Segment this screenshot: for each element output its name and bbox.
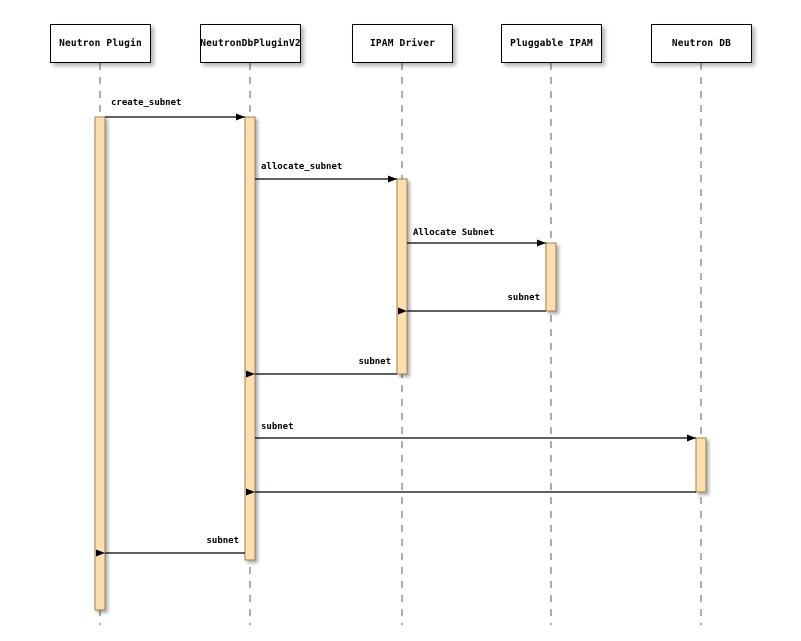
participant-box-ipam-driver[interactable]: IPAM Driver	[352, 24, 453, 63]
activation-bar-pluggable-ipam	[545, 242, 557, 312]
message-label-2: Allocate Subnet	[413, 228, 495, 238]
message-label-5: subnet	[261, 422, 294, 432]
participant-label-neutron-db: Neutron DB	[671, 37, 732, 49]
message-label-0: create_subnet	[111, 98, 182, 108]
activation-bar-neutron-db	[695, 437, 707, 493]
message-label-7: subnet	[206, 536, 239, 546]
participant-label-ipam-driver: IPAM Driver	[369, 37, 436, 49]
participant-box-neutron-plugin[interactable]: Neutron Plugin	[50, 24, 151, 63]
activation-bar-neutron-plugin	[94, 116, 106, 611]
participant-box-neutrondbpluginv2[interactable]: NeutronDbPluginV2	[200, 24, 301, 63]
message-label-4: subnet	[358, 357, 391, 367]
participant-box-pluggable-ipam[interactable]: Pluggable IPAM	[501, 24, 602, 63]
participant-box-neutron-db[interactable]: Neutron DB	[651, 24, 752, 63]
message-label-1: allocate_subnet	[261, 162, 343, 172]
activation-bar-ipam-driver	[396, 178, 408, 375]
participant-label-pluggable-ipam: Pluggable IPAM	[510, 37, 593, 49]
message-arrows-group	[96, 113, 696, 557]
participant-label-neutron-plugin: Neutron Plugin	[59, 37, 142, 49]
participant-label-neutrondbpluginv2: NeutronDbPluginV2	[200, 37, 301, 49]
message-label-3: subnet	[507, 293, 540, 303]
activation-bar-neutrondbpluginv2	[244, 116, 256, 561]
activation-bars-group	[94, 116, 707, 611]
